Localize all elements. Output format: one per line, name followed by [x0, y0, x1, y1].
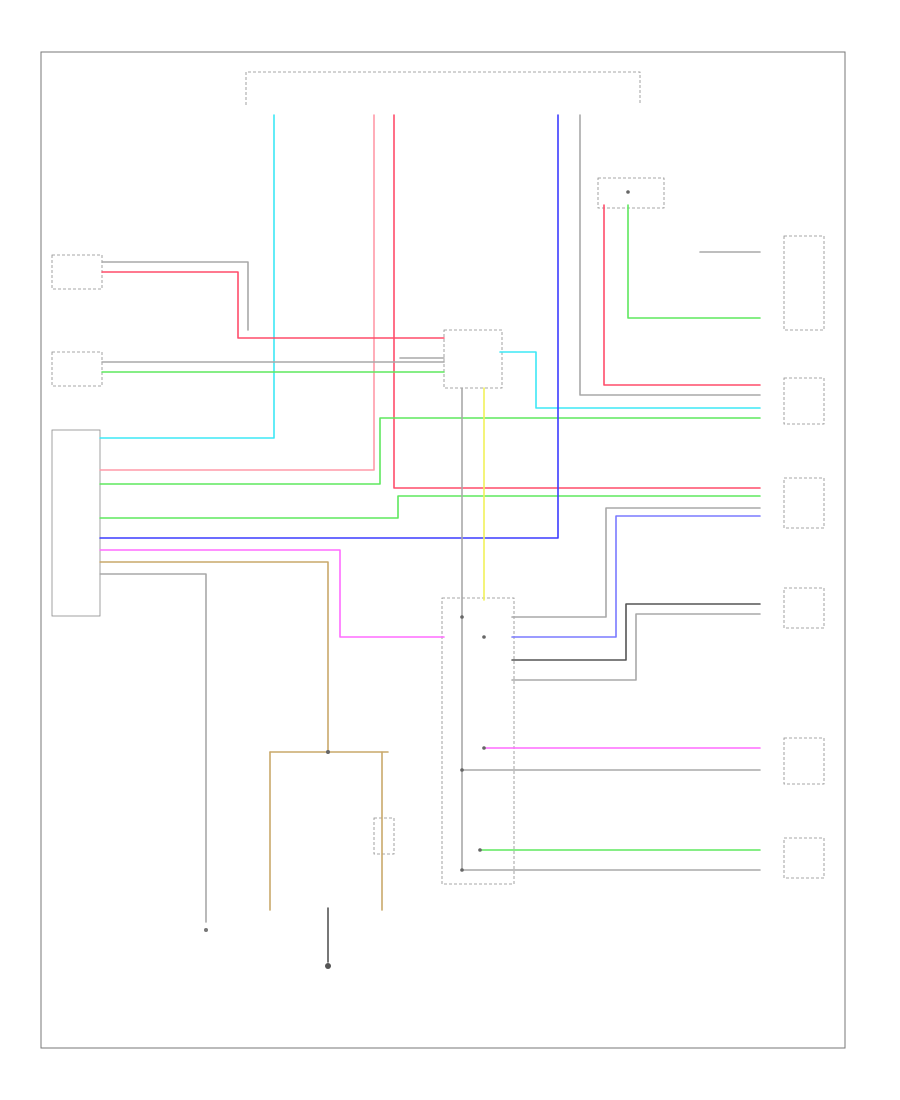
- component-outlines: [51, 71, 825, 885]
- wire-blue-ecm: [99, 114, 559, 539]
- wire-pink-ecm: [99, 114, 375, 471]
- wire-magenta-ecm: [99, 549, 445, 638]
- wire-gray-left-top: [101, 261, 249, 331]
- right-component-5: [783, 737, 825, 785]
- junction-dot: [626, 190, 630, 194]
- top-right-block: [597, 177, 665, 209]
- wire-cyan-ecm: [99, 114, 275, 439]
- right-component-3: [783, 477, 825, 529]
- left-top-component: [51, 254, 103, 290]
- wire-gray-right-1: [511, 507, 761, 618]
- wires: [99, 114, 761, 963]
- lower-junction-block: [441, 597, 515, 885]
- junction-dot: [460, 768, 464, 772]
- junction-dot: [478, 848, 482, 852]
- junction-points: [326, 190, 630, 872]
- wire-gray-ecm: [99, 573, 207, 923]
- wire-red-top-left: [101, 271, 445, 339]
- wire-red-long: [393, 114, 761, 489]
- wire-lblue-right: [511, 515, 761, 638]
- wire-green-right-top: [627, 204, 761, 319]
- wire-green-ecm-2: [99, 495, 761, 519]
- junction-dot: [326, 750, 330, 754]
- right-component-6: [783, 837, 825, 879]
- junction-dot: [460, 615, 464, 619]
- diagram-border: [40, 51, 846, 1049]
- wire-tan-ecm: [99, 561, 329, 753]
- left-mid-component: [51, 351, 103, 387]
- top-connector-bracket: [245, 71, 641, 105]
- center-junction-block: [443, 329, 503, 389]
- junction-dot: [460, 868, 464, 872]
- junction-dot: [482, 635, 486, 639]
- right-component-4: [783, 587, 825, 629]
- junction-dot: [482, 746, 486, 750]
- ground-center: [325, 963, 331, 969]
- wire-dark-right: [511, 603, 761, 661]
- right-component-1: [783, 235, 825, 331]
- wire-cyan-right: [499, 351, 761, 409]
- wire-red-right: [603, 204, 761, 386]
- wire-green-ecm-1: [99, 417, 761, 485]
- wire-gray-top-1: [579, 114, 761, 396]
- fuse-box: [373, 817, 395, 855]
- wire-gray-right-2: [511, 613, 761, 681]
- ground-left: [204, 928, 208, 932]
- ecm-main-block: [51, 429, 101, 617]
- right-component-2: [783, 377, 825, 425]
